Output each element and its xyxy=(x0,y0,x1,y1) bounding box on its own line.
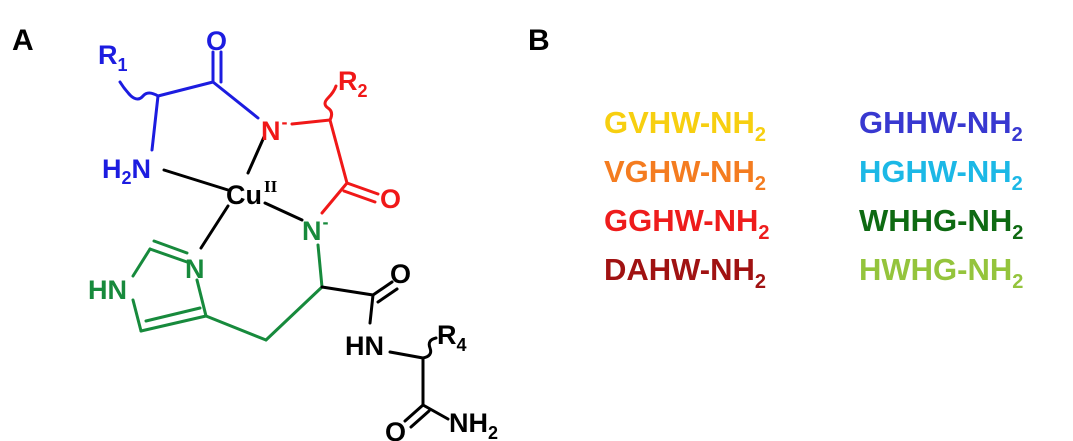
ch2-to-imidazole xyxy=(204,314,268,342)
peptide-whhg: WHHG-NH2 xyxy=(859,203,1023,244)
imid-c2-n3-double xyxy=(152,239,189,255)
peptide-hghw: HGHW-NH2 xyxy=(859,154,1023,195)
terminal-nh2-label: NH2 xyxy=(449,408,498,441)
peptide-vghw: VGHW-NH2 xyxy=(604,154,766,195)
o-amide-label: O xyxy=(390,259,411,289)
carbonyl-double-2b xyxy=(342,189,377,204)
cu-to-imidazole-n xyxy=(199,204,230,250)
c-alpha3-to-ch2 xyxy=(264,285,324,342)
r2-label: R2 xyxy=(338,66,368,101)
c-alpha1-to-amine xyxy=(150,94,160,152)
r2-wavy-bond xyxy=(323,84,338,122)
panel-label-a: A xyxy=(12,24,34,57)
r1-wavy-bond xyxy=(118,80,160,101)
amide-hn-label: HN xyxy=(345,331,384,361)
n1-label: N- xyxy=(261,112,288,146)
amide-double-b xyxy=(376,287,399,304)
r4-label: R4 xyxy=(437,320,467,355)
amide-double-a xyxy=(371,280,394,297)
histidine-bonds xyxy=(131,239,324,342)
n2-to-c-alpha3 xyxy=(316,243,324,289)
imid-c4-c5-double xyxy=(144,306,202,323)
imid-nh-to-c2 xyxy=(131,247,152,278)
peptide-gvhw: GVHW-NH2 xyxy=(604,105,766,146)
terminal-c-to-nh2 xyxy=(421,403,450,421)
residue-2-bonds xyxy=(290,84,380,215)
black-bonds xyxy=(162,135,450,429)
nh-to-c-alpha4 xyxy=(388,350,425,360)
imid-n3-to-c4 xyxy=(195,278,208,318)
r1-label: R1 xyxy=(98,40,128,75)
panel-label-b: B xyxy=(528,24,550,57)
amine-label: H2N xyxy=(102,154,151,188)
peptide-dahw: DAHW-NH2 xyxy=(604,252,766,293)
n1-to-c-alpha2 xyxy=(290,118,332,126)
cu-to-n2 xyxy=(263,201,304,222)
n2-label: N- xyxy=(302,212,329,246)
cu-to-n1 xyxy=(246,135,266,175)
c-alpha1-to-carbonyl xyxy=(156,80,215,98)
terminal-double-a xyxy=(403,403,425,423)
imidazole-hn-label: HN xyxy=(88,275,127,305)
r4-wavy-bond xyxy=(421,336,438,360)
o-red-label: O xyxy=(380,184,401,214)
residue-1-bonds xyxy=(118,50,260,152)
carbonyl2-to-n2 xyxy=(320,181,349,215)
imidazole-n-label: N xyxy=(185,254,205,284)
peptide-hwhg: HWHG-NH2 xyxy=(859,252,1023,293)
o-terminal-label: O xyxy=(385,417,406,441)
c-alpha3-to-amide-c xyxy=(320,285,375,297)
c-alpha2-to-carbonyl xyxy=(328,118,349,185)
peptide-ghhw: GHHW-NH2 xyxy=(859,105,1023,146)
peptide-gghw: GGHW-NH2 xyxy=(604,203,769,244)
carbonyl-to-n1 xyxy=(211,80,260,120)
imid-c2-to-n3 xyxy=(148,247,189,264)
carbonyl-double-2a xyxy=(345,181,380,196)
cu-to-amine xyxy=(162,168,230,192)
o-blue-label: O xyxy=(206,26,227,56)
imid-c5-to-nh xyxy=(131,298,143,333)
peptide-list: GVHW-NH2 VGHW-NH2 GGHW-NH2 DAHW-NH2 GHHW… xyxy=(604,105,1023,293)
terminal-double-b xyxy=(409,409,431,429)
amide-c-to-nh xyxy=(368,293,375,325)
imid-c4-to-c5 xyxy=(139,314,208,333)
